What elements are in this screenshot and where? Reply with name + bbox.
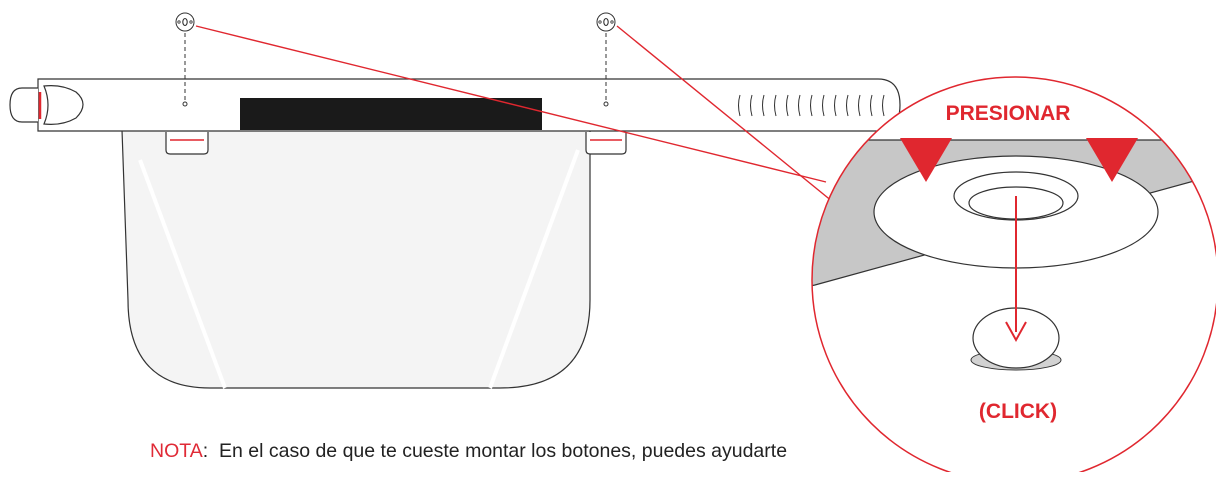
visor-tab-right	[585, 132, 627, 155]
press-arrow-left	[900, 138, 952, 182]
visor-fold-line-left	[138, 159, 227, 389]
visor-tab-left	[165, 132, 209, 155]
button-hole-left	[182, 101, 188, 107]
button-hole-right	[603, 101, 609, 107]
note-separator: :	[202, 440, 209, 462]
press-label: PRESIONAR	[946, 102, 1071, 125]
snap-button-icon	[175, 12, 195, 32]
magnified-detail: PRESIONAR (CLICK)	[811, 76, 1216, 477]
magnifier-border	[811, 76, 1216, 477]
click-label: (CLICK)	[979, 400, 1057, 423]
strap-end-clip	[9, 87, 38, 123]
press-arrow-right	[1086, 138, 1138, 182]
snap-button-left	[175, 12, 195, 100]
insert-arrow-head	[1005, 321, 1027, 343]
note-body: En el caso de que te cueste montar los b…	[208, 440, 788, 462]
visor-panel	[121, 129, 591, 389]
leader-line-left	[195, 25, 827, 183]
note-label: NOTA	[150, 440, 203, 462]
snap-button-right	[596, 12, 616, 100]
headband	[9, 78, 901, 132]
visor-fold-line-right	[488, 149, 580, 389]
label-bar	[240, 98, 542, 130]
face-shield	[121, 129, 627, 389]
snap-button-icon	[596, 12, 616, 32]
strap-end-hook	[43, 85, 84, 125]
leader-line-right	[616, 25, 861, 225]
adjustment-slots	[738, 94, 885, 117]
note-text: NOTA: En el caso de que te cueste montar…	[150, 440, 788, 462]
